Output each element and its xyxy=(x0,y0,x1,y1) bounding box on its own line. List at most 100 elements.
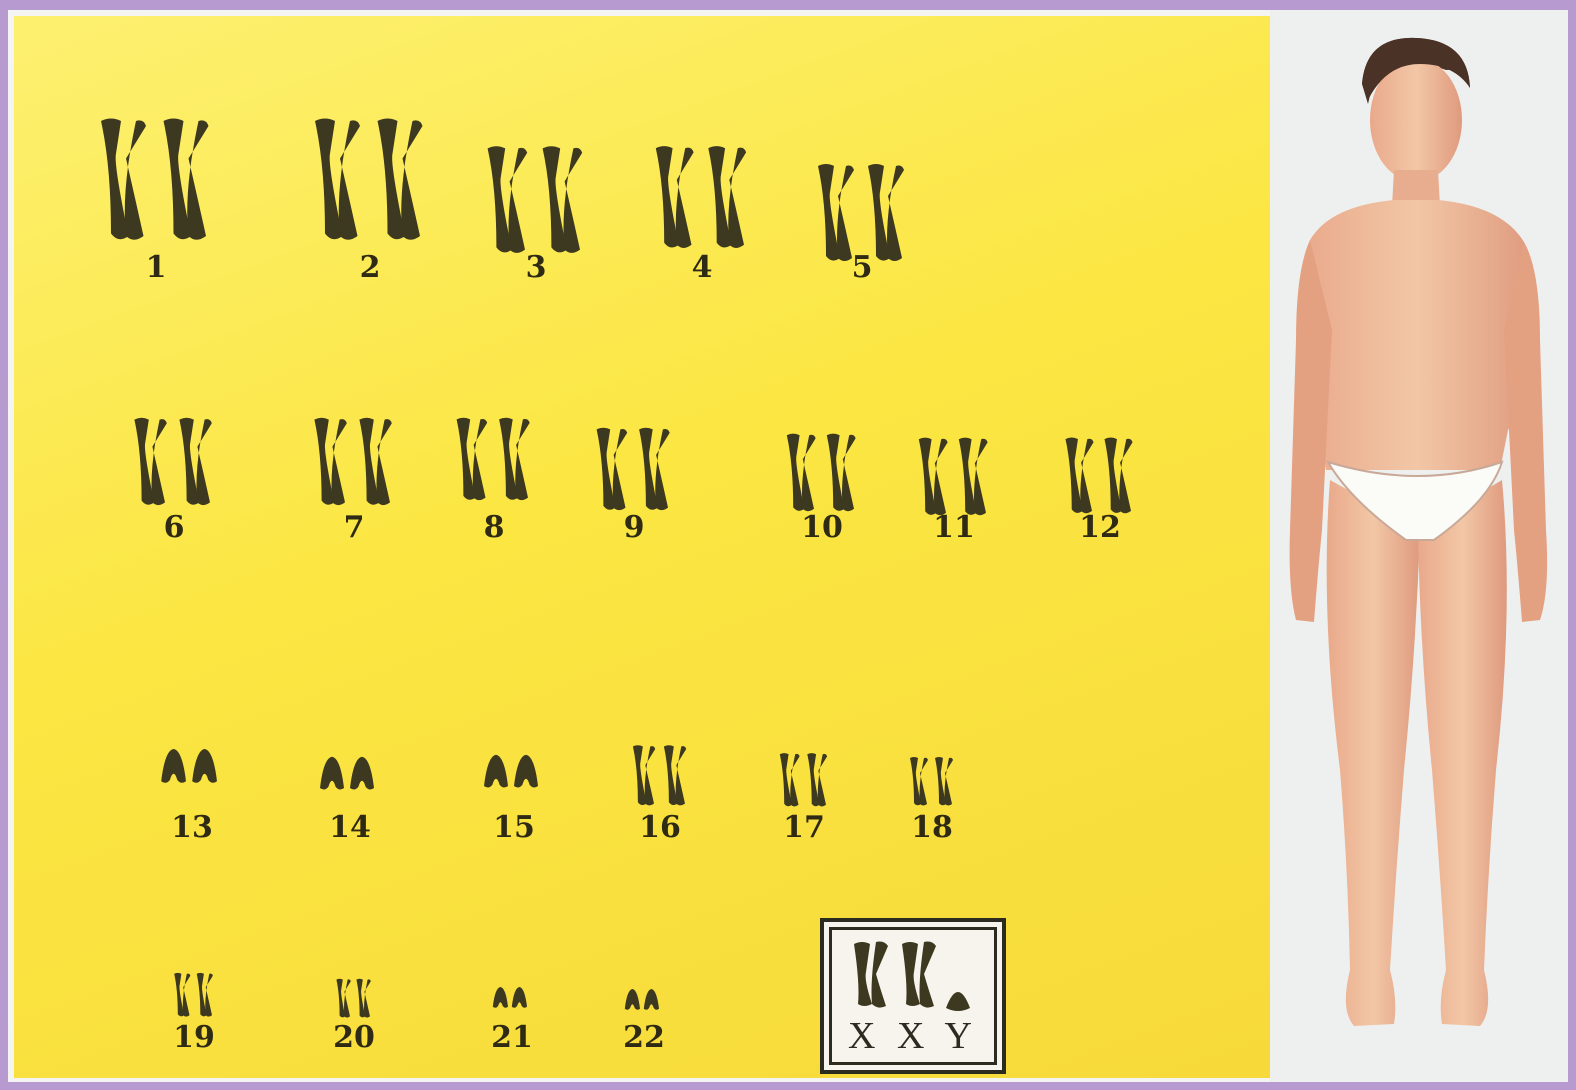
chromosome-pair-17-icon xyxy=(771,752,837,813)
chromosome-pair-1-icon xyxy=(81,116,231,254)
chromosome-number-22: 22 xyxy=(604,1020,684,1055)
chromosome-number-5: 5 xyxy=(822,250,902,285)
chromosome-number-18: 18 xyxy=(892,810,972,845)
chromosome-1a xyxy=(101,119,129,240)
chromosome-pair-17 xyxy=(771,752,837,813)
chromosome-pair-6-icon xyxy=(120,416,228,515)
chromosome-pair-18-icon xyxy=(902,756,962,811)
chromosome-8b xyxy=(499,418,518,500)
chromosome-pair-16 xyxy=(623,744,697,812)
chromosome-4a xyxy=(656,146,679,247)
chromosome-1b xyxy=(164,119,192,240)
chromosome-12a xyxy=(1066,438,1083,513)
chromosome-11b xyxy=(959,438,977,515)
chromosome-18b xyxy=(935,757,946,805)
chromosome-pair-7-icon xyxy=(300,416,408,515)
chromosome-15b xyxy=(514,755,538,788)
chromosome-4b xyxy=(708,146,731,247)
chromosome-22b xyxy=(644,989,659,1010)
chromosome-2b xyxy=(378,119,406,240)
chromosome-21a xyxy=(493,987,508,1008)
chromosome-pair-8 xyxy=(443,416,545,510)
chromosome-18a xyxy=(910,757,921,805)
chromosome-number-19: 19 xyxy=(154,1020,234,1055)
chromosome-number-1: 1 xyxy=(116,250,196,285)
human-figure-panel xyxy=(1270,10,1568,1082)
chromosome-3b xyxy=(543,146,567,252)
chromosome-number-21: 21 xyxy=(472,1020,552,1055)
chromosome-2a xyxy=(315,119,343,240)
chromosome-5a xyxy=(818,164,840,261)
chromosome-15a xyxy=(484,755,508,788)
chromosome-14a xyxy=(320,757,344,790)
chromosome-pair-4 xyxy=(639,144,765,260)
chromosome-20a xyxy=(336,979,345,1018)
chromosome-7b xyxy=(359,418,379,505)
chromosome-pair-2 xyxy=(295,116,445,254)
chromosome-6a xyxy=(134,418,154,505)
chromosome-20b xyxy=(356,979,365,1018)
chromosome-pair-9 xyxy=(583,426,685,520)
chromosome-number-9: 9 xyxy=(594,510,674,545)
chromosome-pair-9-icon xyxy=(583,426,685,520)
chromosome-pair-3 xyxy=(470,144,602,265)
chromosome-17b xyxy=(807,753,819,806)
chromosome-14b xyxy=(350,757,374,790)
chromosome-17a xyxy=(780,753,792,806)
chromosome-21b xyxy=(512,987,527,1008)
chromosome-pair-13 xyxy=(155,744,229,812)
chromosome-pair-15-icon xyxy=(478,750,550,816)
sex-chromosomes-box: X X Y xyxy=(820,918,1006,1074)
chromosome-number-17: 17 xyxy=(764,810,844,845)
chromosome-13b xyxy=(192,749,217,783)
chromosome-number-20: 20 xyxy=(314,1020,394,1055)
chromosome-pair-19-icon xyxy=(167,972,221,1022)
sex-chromosomes-label: X X Y xyxy=(824,1014,1002,1058)
chromosome-number-12: 12 xyxy=(1060,510,1140,545)
chromosome-19a xyxy=(174,973,184,1016)
chromosome-9a xyxy=(597,428,616,510)
chromosome-number-8: 8 xyxy=(454,510,534,545)
chromosome-22a xyxy=(625,989,640,1010)
chromosome-pair-15 xyxy=(478,750,550,816)
chromosome-pair-8-icon xyxy=(443,416,545,510)
chromosome-3a xyxy=(488,146,512,252)
chromosome-16b xyxy=(664,745,678,805)
chromosome-number-2: 2 xyxy=(330,250,410,285)
chromosome-pair-14 xyxy=(314,752,386,818)
chromosome-pair-12-icon xyxy=(1053,436,1147,522)
chromosome-pair-7 xyxy=(300,416,408,515)
chromosome-12b xyxy=(1105,438,1122,513)
chromosome-number-6: 6 xyxy=(134,510,214,545)
chromosome-pair-4-icon xyxy=(639,144,765,260)
chromosome-pair-10 xyxy=(774,432,870,520)
chromosome-number-4: 4 xyxy=(662,250,742,285)
human-figure-icon xyxy=(1270,10,1568,1082)
chromosome-number-13: 13 xyxy=(152,810,232,845)
chromosome-pair-10-icon xyxy=(774,432,870,520)
sex-chromosomes-icon xyxy=(824,922,1002,1022)
chromosome-5b xyxy=(868,164,890,261)
chromosome-9b xyxy=(639,428,658,510)
chromosome-pair-2-icon xyxy=(295,116,445,254)
chromosome-pair-19 xyxy=(167,972,221,1022)
chromosome-pair-14-icon xyxy=(314,752,386,818)
chromosome-pair-20 xyxy=(330,978,378,1022)
chromosome-pair-3-icon xyxy=(470,144,602,265)
chromosome-number-14: 14 xyxy=(310,810,390,845)
chromosome-pair-6 xyxy=(120,416,228,515)
chromosome-number-7: 7 xyxy=(314,510,394,545)
chromosome-number-16: 16 xyxy=(620,810,700,845)
chromosome-number-11: 11 xyxy=(914,510,994,545)
chromosome-8a xyxy=(457,418,476,500)
chromosome-pair-18 xyxy=(902,756,962,811)
chromosome-pair-20-icon xyxy=(330,978,378,1022)
chromosome-pair-12 xyxy=(1053,436,1147,522)
chromosome-10b xyxy=(827,434,845,511)
chromosome-pair-13-icon xyxy=(155,744,229,812)
chromosome-number-3: 3 xyxy=(496,250,576,285)
chromosome-19b xyxy=(197,973,207,1016)
chromosome-7a xyxy=(314,418,334,505)
chromosome-number-10: 10 xyxy=(782,510,862,545)
